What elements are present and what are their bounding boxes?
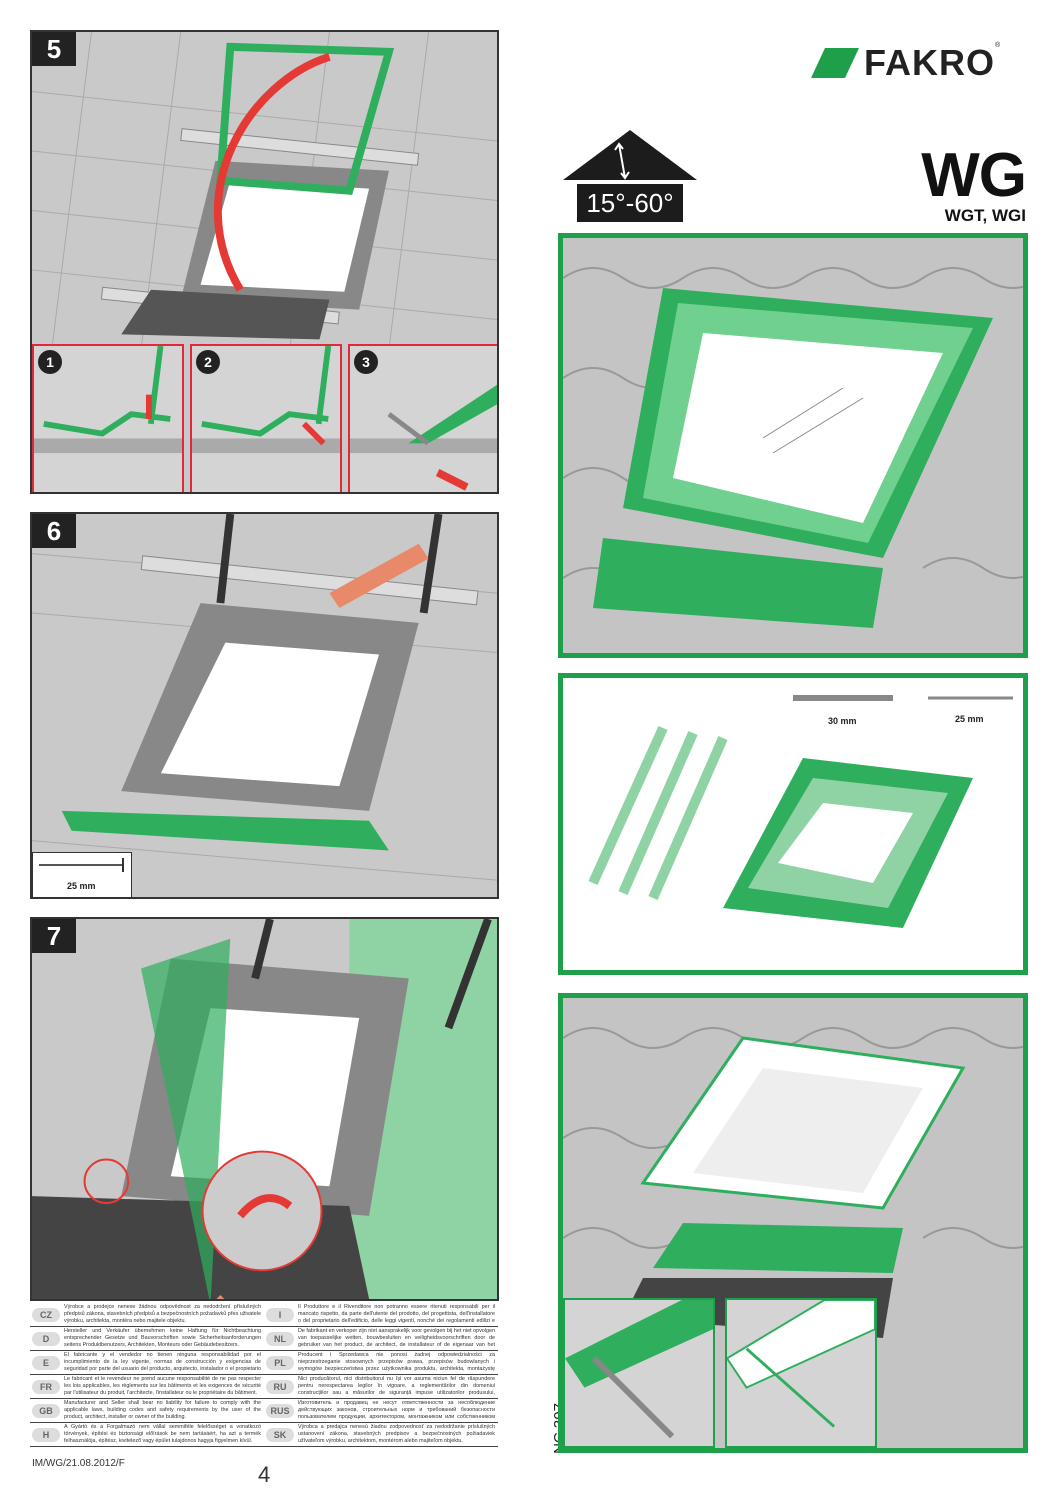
disclaimer-text: Výrobce a prodejce nenese žádnou odpověd…	[64, 1304, 261, 1324]
language-code: I	[266, 1307, 294, 1322]
nail-size-callout: 25 mm	[32, 852, 132, 897]
nail-length: 25 mm	[955, 714, 984, 724]
language-code: H	[32, 1427, 60, 1442]
detail-inset-right	[725, 1298, 877, 1448]
bracket-detail-drawing	[565, 1300, 713, 1439]
step-number: 7	[32, 919, 76, 953]
disclaimer-text: Nici producătorul, nici distribuitorul n…	[298, 1376, 495, 1396]
language-code: PL	[266, 1355, 294, 1370]
disclaimer-text: Výrobca a predajca nenesú žiadnu zodpove…	[298, 1424, 495, 1444]
substep-1: 1	[32, 344, 184, 492]
roof-pitch-badge: 15°-60°	[563, 130, 697, 222]
disclaimer-row: E El fabricante y el vendedor no tienen n…	[30, 1351, 498, 1375]
disclaimer-text: De fabrikant en verkoper zijn niet aansp…	[298, 1328, 495, 1348]
angle-arrow-icon	[614, 142, 630, 180]
step-7-illustration: 7	[30, 917, 499, 1301]
disclaimer-table: CZ Výrobce a prodejce nenese žádnou odpov…	[30, 1303, 498, 1447]
page-number: 4	[258, 1462, 271, 1487]
disclaimer-row: GB Manufacturer and Seller shall bear no …	[30, 1399, 498, 1423]
window-fitting-illustration	[558, 993, 1028, 1453]
disclaimer-row: D Hersteller und Verkäufer übernehmen kei…	[30, 1327, 498, 1351]
disclaimer-text: A Gyártó és a Forgalmazó nem vállal semm…	[64, 1424, 261, 1444]
language-code: NL	[266, 1331, 294, 1346]
disclaimer-text: Hersteller und Verkäufer übernehmen kein…	[64, 1328, 261, 1348]
disclaimer-text: Manufacturer and Seller shall bear no li…	[64, 1400, 261, 1420]
kit-parts-drawing	[588, 695, 1013, 928]
step-5-illustration: 5 1 2 3	[30, 30, 499, 494]
step-6-illustration: 6 25 mm	[30, 512, 499, 899]
tile-roof-window-drawing	[563, 267, 1023, 628]
language-code: E	[32, 1355, 60, 1370]
disclaimer-text: Le fabricant et le revendeur ne prend au…	[64, 1376, 261, 1396]
disclaimer-text: El fabricante y el vendedor no tienen ni…	[64, 1352, 261, 1372]
disclaimer-row: H A Gyártó és a Forgalmazó nem vállal sem…	[30, 1423, 498, 1447]
substep-2: 2	[190, 344, 342, 492]
kit-contents-illustration: 30 mm 25 mm	[558, 673, 1028, 975]
product-title: WG	[921, 141, 1027, 210]
product-subtitle: WGT, WGI	[944, 206, 1026, 225]
disclaimer-text: Producent i Sprzedawca nie ponosi żadnej…	[298, 1352, 495, 1372]
document-code: IM/WG/21.08.2012/F	[32, 1458, 125, 1469]
detail-inset-left	[563, 1298, 715, 1448]
fakro-logo: FAKRO ®	[811, 42, 1000, 84]
bracket-attach-drawing	[350, 384, 497, 491]
nailing-brackets-drawing	[32, 514, 497, 881]
step-number: 5	[32, 32, 76, 66]
bracket-lift-drawing	[34, 346, 182, 454]
screw-length: 30 mm	[828, 716, 857, 726]
installed-flashing-illustration	[558, 233, 1028, 658]
language-code: GB	[32, 1403, 60, 1418]
language-code: CZ	[32, 1307, 60, 1322]
language-code: FR	[32, 1379, 60, 1394]
roof-window-flip-drawing	[32, 32, 497, 350]
language-code: RU	[266, 1379, 294, 1394]
bracket-outline-drawing	[727, 1300, 875, 1428]
roof-icon	[563, 130, 697, 180]
language-code: RUS	[266, 1403, 294, 1418]
disclaimer-row: CZ Výrobce a prodejce nenese žádnou odpov…	[30, 1303, 498, 1327]
flashing-fold-drawing	[32, 919, 497, 1299]
step-number: 6	[32, 514, 76, 548]
disclaimer-row: FR Le fabricant et le revendeur ne prend …	[30, 1375, 498, 1399]
language-code: D	[32, 1331, 60, 1346]
substep-3: 3	[348, 344, 497, 492]
disclaimer-text: Изготовитель и продавец не несут ответст…	[298, 1400, 495, 1420]
language-code: SK	[266, 1427, 294, 1442]
bracket-push-drawing	[192, 346, 340, 454]
logo-mark-icon	[811, 48, 859, 78]
disclaimer-text: Il Produttore e il Rivenditore non potra…	[298, 1304, 495, 1324]
nail-icon	[39, 858, 124, 872]
